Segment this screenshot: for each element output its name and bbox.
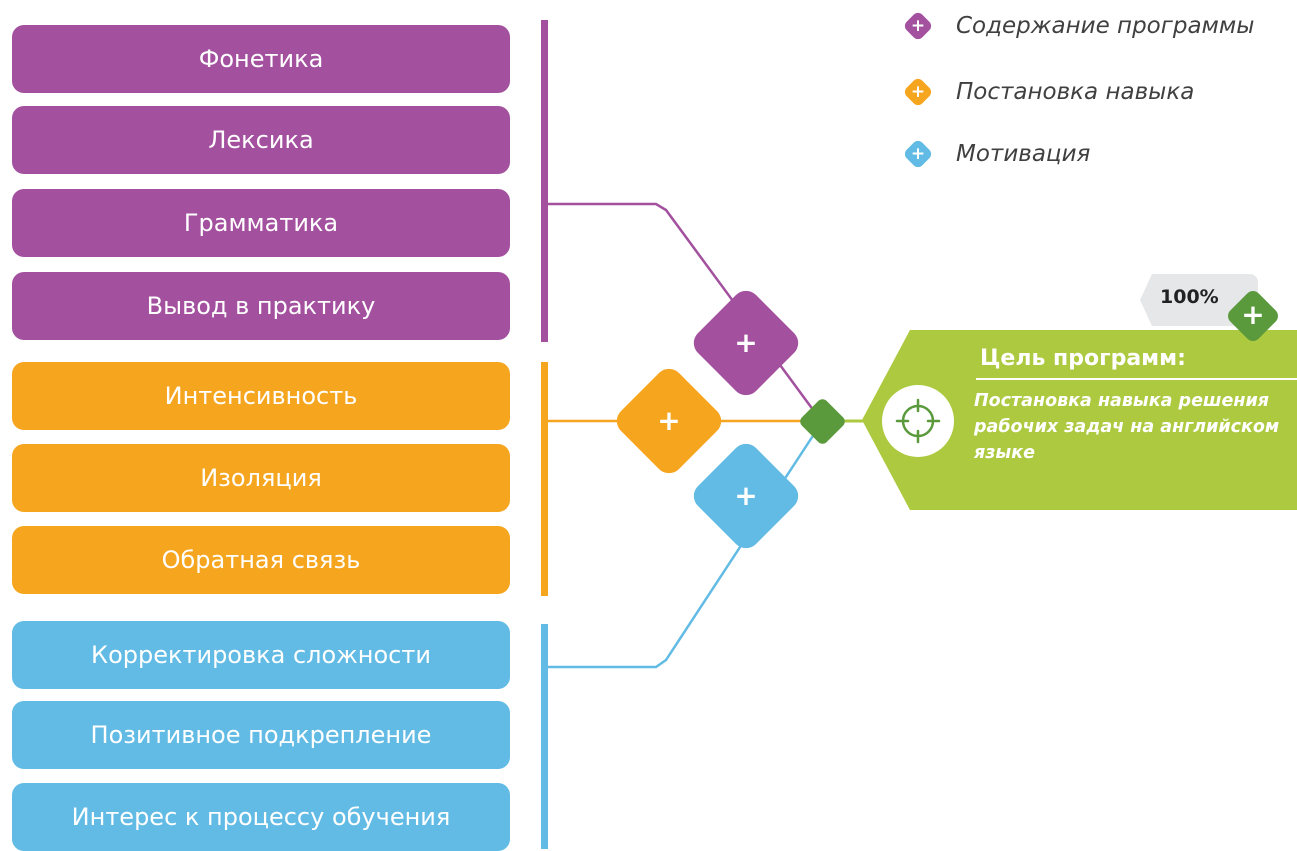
content-plus-icon: + [734, 326, 758, 359]
motivation-item-reinforcement: Позитивное подкрепление [12, 701, 510, 769]
skill-item-isolation: Изоляция [12, 444, 510, 512]
legend-label: Мотивация [956, 141, 1091, 167]
skill-item-label: Интенсивность [164, 382, 358, 410]
goal-plus-icon: + [1241, 298, 1265, 331]
plus-icon: + [902, 138, 934, 170]
legend-label: Постановка навыка [956, 79, 1195, 105]
skill-bracket [541, 362, 548, 596]
content-item-practice: Вывод в практику [12, 272, 510, 340]
motivation-plus-icon: + [734, 479, 758, 512]
goal-title: Цель программ: [980, 346, 1186, 371]
content-bracket [541, 20, 548, 342]
goal-text: Постановка навыка решения рабочих задач … [974, 391, 1280, 463]
motivation-item-label: Корректировка сложности [91, 641, 431, 669]
skill-item-intensity: Интенсивность [12, 362, 510, 430]
percent-label: 100% [1160, 286, 1219, 308]
legend-item-skill: + Постановка навыка [902, 76, 1195, 108]
target-icon [882, 385, 954, 457]
motivation-item-label: Позитивное подкрепление [90, 721, 432, 749]
legend-label: Содержание программы [956, 13, 1255, 39]
goal-divider [976, 378, 1297, 380]
content-item-phonetics: Фонетика [12, 25, 510, 93]
content-item-label: Грамматика [183, 209, 339, 237]
content-item-lexis: Лексика [12, 106, 510, 174]
content-item-label: Вывод в практику [146, 292, 376, 320]
motivation-item-difficulty: Корректировка сложности [12, 621, 510, 689]
motivation-item-interest: Интерес к процессу обучения [12, 783, 510, 851]
skill-item-label: Обратная связь [161, 546, 361, 574]
legend-item-content: + Содержание программы [902, 10, 1255, 42]
skill-plus-icon: + [657, 404, 681, 437]
plus-icon: + [902, 10, 934, 42]
skill-item-label: Изоляция [200, 464, 322, 492]
plus-icon: + [902, 76, 934, 108]
skill-item-feedback: Обратная связь [12, 526, 510, 594]
content-item-grammar: Грамматика [12, 189, 510, 257]
legend-item-motivation: + Мотивация [902, 138, 1091, 170]
content-item-label: Лексика [208, 126, 314, 154]
motivation-bracket [541, 624, 548, 849]
content-item-label: Фонетика [198, 45, 324, 73]
motivation-item-label: Интерес к процессу обучения [71, 803, 451, 831]
